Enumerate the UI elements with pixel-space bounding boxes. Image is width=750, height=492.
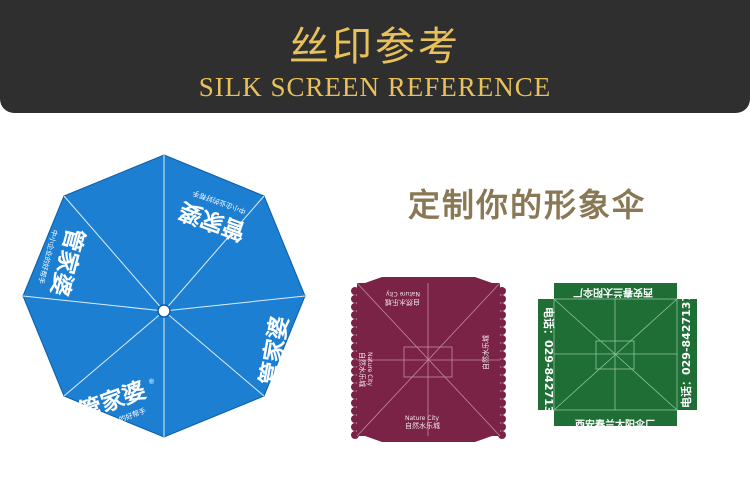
page-title: 丝印参考 bbox=[289, 24, 461, 70]
page-subtitle: SILK SCREEN REFERENCE bbox=[198, 72, 552, 102]
scallop bbox=[351, 375, 359, 383]
scallop bbox=[351, 407, 359, 415]
svg-text:自然水乐城: 自然水乐城 bbox=[385, 298, 420, 307]
scallop bbox=[498, 383, 506, 391]
scallop bbox=[498, 343, 506, 351]
umbrella-octagon: 管家婆 中小企业的好帮手 管家婆 中小企业的好帮手 管家婆 中小企业的好帮手 管… bbox=[22, 154, 306, 438]
scallop bbox=[351, 295, 359, 303]
maroon-brand-right: 自然水乐城 bbox=[481, 335, 490, 370]
svg-text:®: ® bbox=[147, 377, 156, 387]
scallop bbox=[351, 367, 359, 375]
svg-text:Nature City: Nature City bbox=[386, 290, 420, 297]
scallop bbox=[498, 391, 506, 399]
scallop bbox=[351, 343, 359, 351]
svg-text:Nature City: Nature City bbox=[405, 415, 439, 422]
scallop bbox=[498, 367, 506, 375]
scallop bbox=[351, 359, 359, 367]
scallop bbox=[351, 431, 359, 439]
scallop bbox=[498, 287, 506, 295]
maroon-brand-left: Nature City 自然水乐城 bbox=[358, 352, 373, 387]
svg-text:自然水乐城: 自然水乐城 bbox=[358, 352, 367, 387]
scallop bbox=[351, 287, 359, 295]
canopy-maroon: 自然水乐城 Nature City Nature City 自然水乐城 自然水乐… bbox=[351, 277, 506, 442]
scallop bbox=[498, 351, 506, 359]
scallop bbox=[498, 415, 506, 423]
umbrella-center-cap bbox=[157, 304, 171, 318]
scallop bbox=[498, 335, 506, 343]
scallop bbox=[351, 423, 359, 431]
scallop bbox=[351, 335, 359, 343]
slogan-text: 定制你的形象伞 bbox=[408, 186, 647, 224]
scallop bbox=[351, 391, 359, 399]
scallop bbox=[498, 407, 506, 415]
maroon-brand-top: 自然水乐城 Nature City bbox=[385, 290, 420, 307]
scallop bbox=[351, 303, 359, 311]
canopy-maroon-scallops bbox=[351, 287, 506, 439]
scallop bbox=[351, 327, 359, 335]
scallop bbox=[351, 399, 359, 407]
scallop bbox=[498, 295, 506, 303]
scallop bbox=[351, 415, 359, 423]
scallop bbox=[498, 303, 506, 311]
header-banner: 丝印参考 SILK SCREEN REFERENCE bbox=[0, 0, 750, 113]
scallop bbox=[351, 319, 359, 327]
maroon-brand-bottom: Nature City 自然水乐城 bbox=[405, 415, 440, 430]
svg-text:自然水乐城: 自然水乐城 bbox=[481, 335, 490, 370]
green-phone-right: 电话：029-84271371 bbox=[679, 286, 693, 408]
scallop bbox=[498, 319, 506, 327]
scallop bbox=[498, 327, 506, 335]
scallop bbox=[351, 383, 359, 391]
scallop bbox=[498, 359, 506, 367]
scallop bbox=[498, 311, 506, 319]
green-phone-left: 电话：029-84271371 bbox=[542, 307, 556, 429]
canopy-green: 西安春兰太阳伞厂 西安春兰太阳伞厂 电话：029-84271371 电话：029… bbox=[538, 283, 697, 431]
scallop bbox=[351, 351, 359, 359]
svg-text:Nature City: Nature City bbox=[366, 352, 373, 386]
green-company-bottom: 西安春兰太阳伞厂 bbox=[575, 418, 655, 431]
svg-text:自然水乐城: 自然水乐城 bbox=[405, 421, 440, 430]
scallop bbox=[498, 399, 506, 407]
green-company-top: 西安春兰太阳伞厂 bbox=[573, 286, 653, 299]
scallop bbox=[498, 431, 506, 439]
umbrella-ribs bbox=[22, 155, 306, 437]
scallop bbox=[351, 311, 359, 319]
scallop bbox=[498, 375, 506, 383]
scallop bbox=[498, 423, 506, 431]
